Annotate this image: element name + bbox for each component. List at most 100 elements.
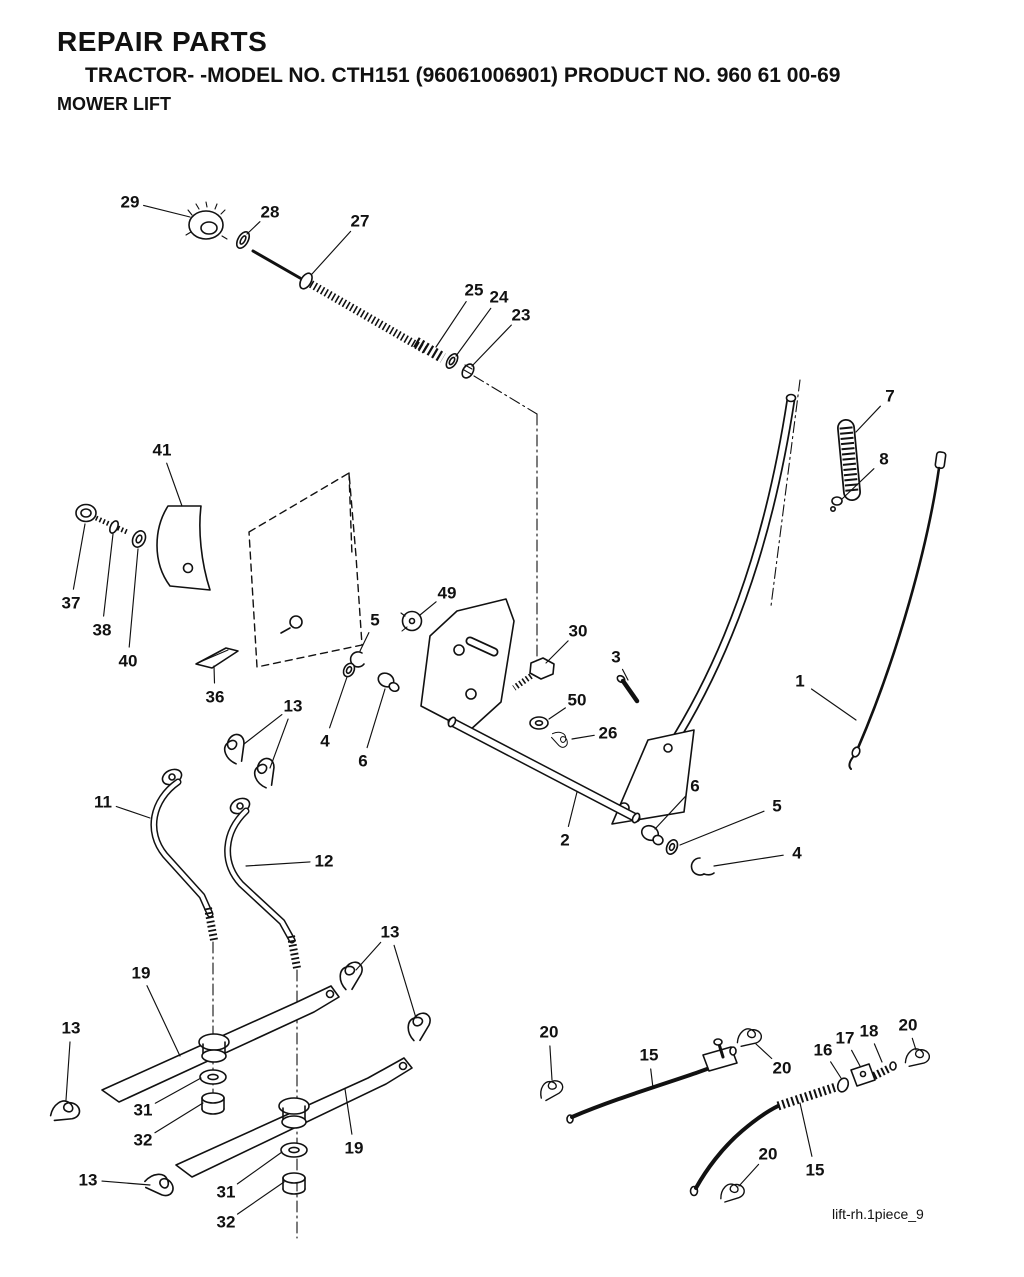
panel-pivot-hole (280, 615, 303, 634)
model-line: TRACTOR- -MODEL NO. CTH151 (96061006901)… (85, 64, 841, 87)
callout-18-43: 18 (860, 1022, 879, 1041)
washer-24 (445, 353, 459, 369)
lift-lever (611, 393, 797, 825)
bolt-37 (75, 503, 129, 535)
callout-25-3: 25 (465, 281, 484, 300)
leader-line-31-36 (236, 1151, 283, 1185)
callout-41-8: 41 (153, 441, 172, 460)
nut-32-b (282, 1172, 306, 1195)
lift-cable-15-lower (689, 1061, 897, 1197)
leader-line-13-18 (243, 714, 283, 745)
retainer-ring-4-right (690, 857, 715, 876)
callout-20-40: 20 (773, 1059, 792, 1078)
leader-line-5-27 (679, 810, 765, 846)
callout-12-24: 12 (315, 852, 334, 871)
leader-line-18-43 (873, 1043, 883, 1063)
leader-line-4-28 (713, 854, 784, 867)
washer-31-a (199, 1069, 227, 1085)
leader-line-15-39 (650, 1068, 654, 1089)
callout-17-42: 17 (836, 1029, 855, 1048)
leader-line-8-7 (841, 468, 875, 500)
callout-13-31: 13 (62, 1019, 81, 1038)
callout-19-35: 19 (345, 1139, 364, 1158)
leader-line-13-29 (393, 944, 417, 1019)
leader-line-36-12 (213, 665, 216, 684)
callout-20-38: 20 (540, 1023, 559, 1042)
callout-20-45: 20 (759, 1145, 778, 1164)
hairpin-13-c (336, 960, 367, 993)
washer-38 (109, 520, 119, 534)
nut-32-a (201, 1092, 225, 1115)
leader-line-32-37 (236, 1181, 285, 1215)
callout-5-14: 5 (370, 611, 379, 630)
leader-line-13-31 (65, 1041, 71, 1101)
callout-20-44: 20 (899, 1016, 918, 1035)
callout-40-11: 40 (119, 652, 138, 671)
leader-line-23-5 (471, 324, 512, 367)
bracket-41 (156, 505, 211, 591)
washer-50 (529, 716, 549, 730)
callout-31-36: 31 (217, 1183, 236, 1202)
pin-3 (616, 674, 640, 704)
leader-line-38-10 (103, 533, 114, 617)
lift-link-11 (150, 768, 218, 941)
leader-line-25-3 (435, 301, 467, 348)
lift-shaft-2 (447, 716, 641, 824)
leader-line-16-41 (830, 1061, 842, 1079)
bracket-36 (195, 647, 239, 669)
callout-7-6: 7 (885, 387, 894, 406)
leader-line-11-23 (115, 805, 151, 819)
lift-plate (420, 598, 515, 732)
callout-16-41: 16 (814, 1041, 833, 1060)
leader-line-37-9 (72, 523, 86, 590)
leader-line-7-6 (855, 405, 881, 433)
leader-line-12-24 (245, 861, 311, 867)
leader-line-20-40 (755, 1043, 773, 1060)
washer-28 (235, 231, 251, 249)
leader-line-40-11 (128, 548, 139, 648)
callout-28-1: 28 (261, 203, 280, 222)
clip-20-d (902, 1042, 933, 1074)
lift-link-12 (224, 797, 301, 969)
leader-line-41-8 (166, 462, 183, 507)
callout-2-25: 2 (560, 831, 569, 850)
callout-13-18: 13 (284, 697, 303, 716)
callout-13-34: 13 (79, 1171, 98, 1190)
washer-40 (131, 530, 147, 548)
clip-20-b (734, 1022, 765, 1054)
callout-6-20: 6 (358, 752, 367, 771)
washer-4-left (342, 662, 356, 678)
callout-4-28: 4 (792, 844, 802, 863)
callout-23-5: 23 (512, 306, 531, 325)
leader-line-13-18 (269, 718, 289, 769)
callout-24-4: 24 (490, 288, 509, 307)
callout-30-15: 30 (569, 622, 588, 641)
leader-line-20-38 (549, 1045, 553, 1081)
leader-line-28-1 (246, 221, 261, 235)
callout-27-2: 27 (351, 212, 370, 231)
callout-13-29: 13 (381, 923, 400, 942)
lift-rod-27 (251, 249, 428, 354)
leader-line-19-35 (344, 1088, 353, 1135)
hairpin-13-a (218, 730, 255, 768)
leader-line-13-29 (355, 941, 382, 971)
leader-line-3-16 (621, 668, 629, 681)
callout-29-0: 29 (121, 193, 140, 212)
snap-ring-5-left (349, 651, 365, 668)
bushing-6-right (640, 824, 664, 846)
callout-32-33: 32 (134, 1131, 153, 1150)
callout-37-9: 37 (62, 594, 81, 613)
leader-line-6-20 (366, 688, 386, 749)
lift-rod-1 (848, 451, 947, 770)
grip-ferrule-8 (829, 496, 843, 512)
washer-31-b (280, 1142, 308, 1158)
leader-line-6-26 (654, 795, 687, 830)
section-title: MOWER LIFT (57, 94, 171, 114)
leader-line-2-25 (567, 791, 578, 827)
leader-line-13-34 (101, 1180, 151, 1186)
nut-23 (461, 363, 475, 379)
clip-20-a (537, 1076, 565, 1105)
leader-line-20-45 (738, 1163, 760, 1187)
